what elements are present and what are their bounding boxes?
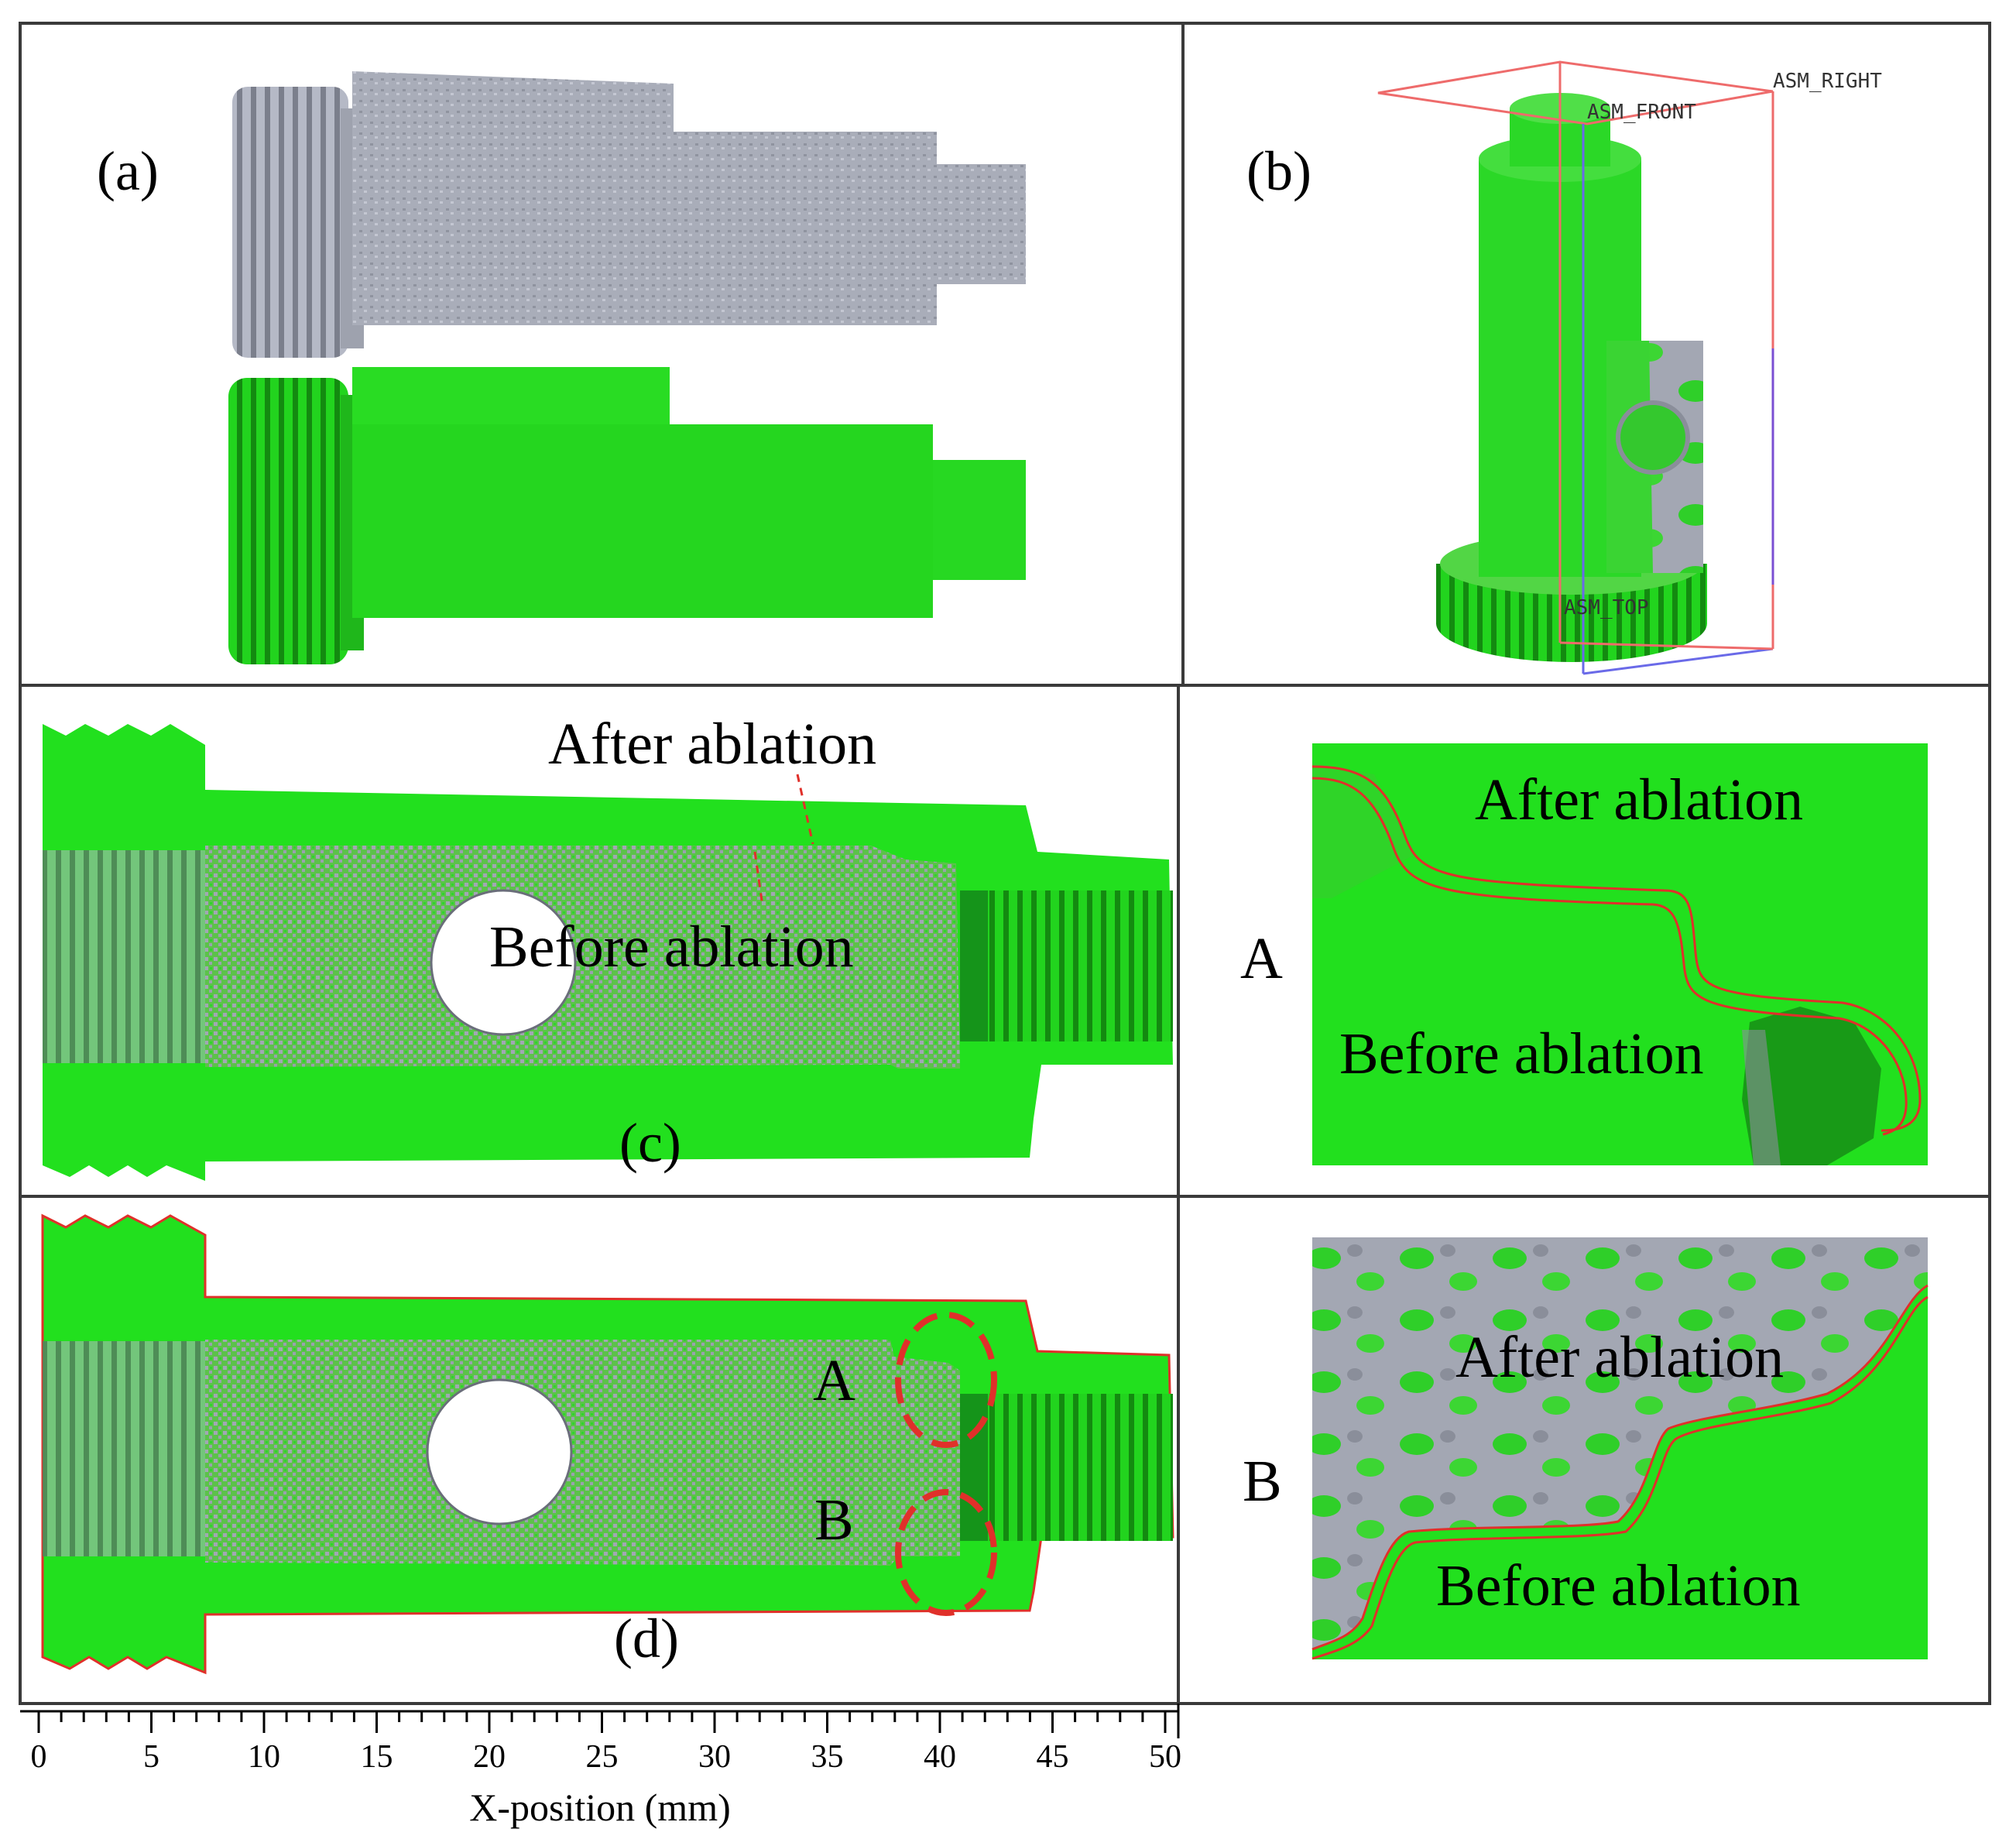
cad-plane-label-front: ASM_FRONT <box>1587 101 1696 124</box>
panel-label-a: (a) <box>97 140 159 202</box>
detail-b-image <box>1311 1237 1929 1660</box>
scan-grey-part <box>232 71 1026 358</box>
x-axis-tick-label: 25 <box>585 1739 619 1775</box>
detail-a-after-label: After ablation <box>1475 767 1804 832</box>
region-a-label: A <box>813 1348 855 1413</box>
cad-plane-label-top: ASM_TOP <box>1564 596 1649 619</box>
region-b-marker <box>895 1489 997 1616</box>
region-b-label: B <box>814 1487 854 1553</box>
section-c-after-label: After ablation <box>548 712 877 777</box>
region-a-marker <box>895 1312 997 1448</box>
detail-a-tag: A <box>1240 926 1283 991</box>
detail-b-tag: B <box>1243 1449 1282 1514</box>
scan-green-part <box>228 367 1026 664</box>
x-axis-tick-label: 30 <box>698 1739 731 1775</box>
x-axis-tick-label: 5 <box>143 1739 159 1775</box>
x-axis-tick-label: 35 <box>811 1739 844 1775</box>
x-axis <box>20 1704 1180 1738</box>
x-axis-tick-label: 0 <box>30 1739 47 1775</box>
detail-a-image <box>1311 743 1928 1165</box>
x-axis-tick-label: 15 <box>360 1739 393 1775</box>
x-axis-ticks <box>37 1711 1167 1733</box>
x-axis-tick-label: 50 <box>1149 1739 1181 1775</box>
cad-3d-part <box>1436 93 1707 662</box>
x-axis-title: X-position (mm) <box>469 1786 731 1829</box>
detail-a-before-label: Before ablation <box>1339 1021 1704 1086</box>
figure-frames <box>19 22 1991 1705</box>
panel-label-c: (c) <box>619 1112 681 1174</box>
section-d-bore <box>43 1312 1173 1616</box>
cad-plane-label-right: ASM_RIGHT <box>1773 70 1882 93</box>
section-c-before-label: Before ablation <box>489 914 854 980</box>
cad-datum-planes <box>1377 60 1774 675</box>
x-axis-tick-label: 40 <box>924 1739 956 1775</box>
panel-label-d: (d) <box>614 1608 679 1669</box>
detail-b-after-label: After ablation <box>1455 1325 1785 1390</box>
section-c-bore <box>43 774 1173 1069</box>
x-axis-tick-label: 10 <box>248 1739 280 1775</box>
panel-label-b: (b) <box>1246 140 1311 202</box>
x-axis-tick-label: 20 <box>473 1739 506 1775</box>
detail-b-before-label: Before ablation <box>1436 1553 1801 1618</box>
x-axis-tick-label: 45 <box>1036 1739 1069 1775</box>
